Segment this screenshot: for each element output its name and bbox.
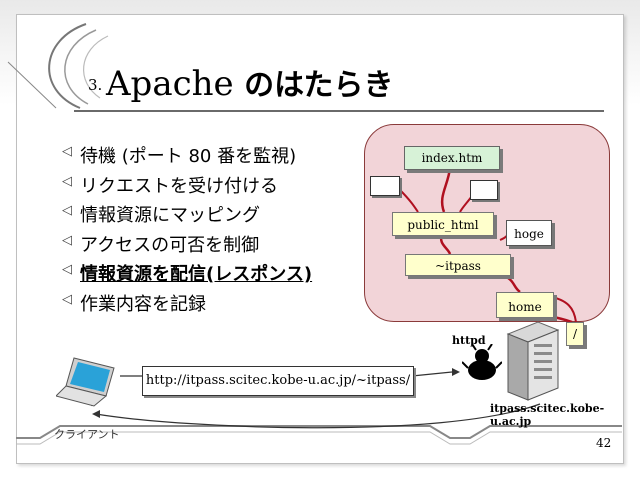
bullet-text: 作業内容を記録 <box>80 293 206 315</box>
bullet-arrow-icon: ◁ <box>62 262 72 277</box>
document-icon <box>470 180 498 200</box>
bullet-text: 情報資源を配信(レスポンス) <box>80 264 313 285</box>
server-icon <box>506 321 560 401</box>
title-latin: Apache <box>106 64 234 104</box>
document-icon <box>370 176 400 196</box>
title-number: 3. <box>88 76 103 94</box>
public-html-folder-node: public_html <box>392 212 494 236</box>
index-file-node: index.htm <box>404 146 500 170</box>
bullet-text: 情報資源にマッピング <box>80 205 260 226</box>
root-folder-node: / <box>566 322 584 346</box>
page-title: Apache のはたらき <box>106 60 394 104</box>
hoge-file-node: hoge <box>506 220 552 246</box>
title-rule <box>74 110 604 112</box>
bullet-arrow-icon: ◁ <box>62 144 72 159</box>
itpass-folder-node: ~itpass <box>405 254 511 276</box>
bullet-text: 待機 (ポート 80 番を監視) <box>80 146 297 167</box>
title-japanese: のはたらき <box>233 68 394 103</box>
bullet-arrow-icon: ◁ <box>62 173 72 189</box>
bullet-text: アクセスの可否を制御 <box>80 234 260 256</box>
bullet-text: リクエストを受け付ける <box>80 175 278 197</box>
bullet-arrow-icon: ◁ <box>62 232 72 248</box>
client-label: クライアント <box>54 428 120 441</box>
server-hostname-label: itpass.scitec.kobe-u.ac.jp <box>490 402 605 428</box>
httpd-daemon-icon <box>462 344 502 380</box>
bullet-arrow-icon: ◁ <box>62 203 72 218</box>
laptop-icon <box>56 357 115 407</box>
httpd-label: httpd <box>452 334 486 347</box>
home-folder-node: home <box>496 292 554 318</box>
page-number: 42 <box>596 436 612 450</box>
request-url-box: http://itpass.scitec.kobe-u.ac.jp/~itpas… <box>142 366 414 396</box>
bullet-arrow-icon: ◁ <box>62 291 72 307</box>
